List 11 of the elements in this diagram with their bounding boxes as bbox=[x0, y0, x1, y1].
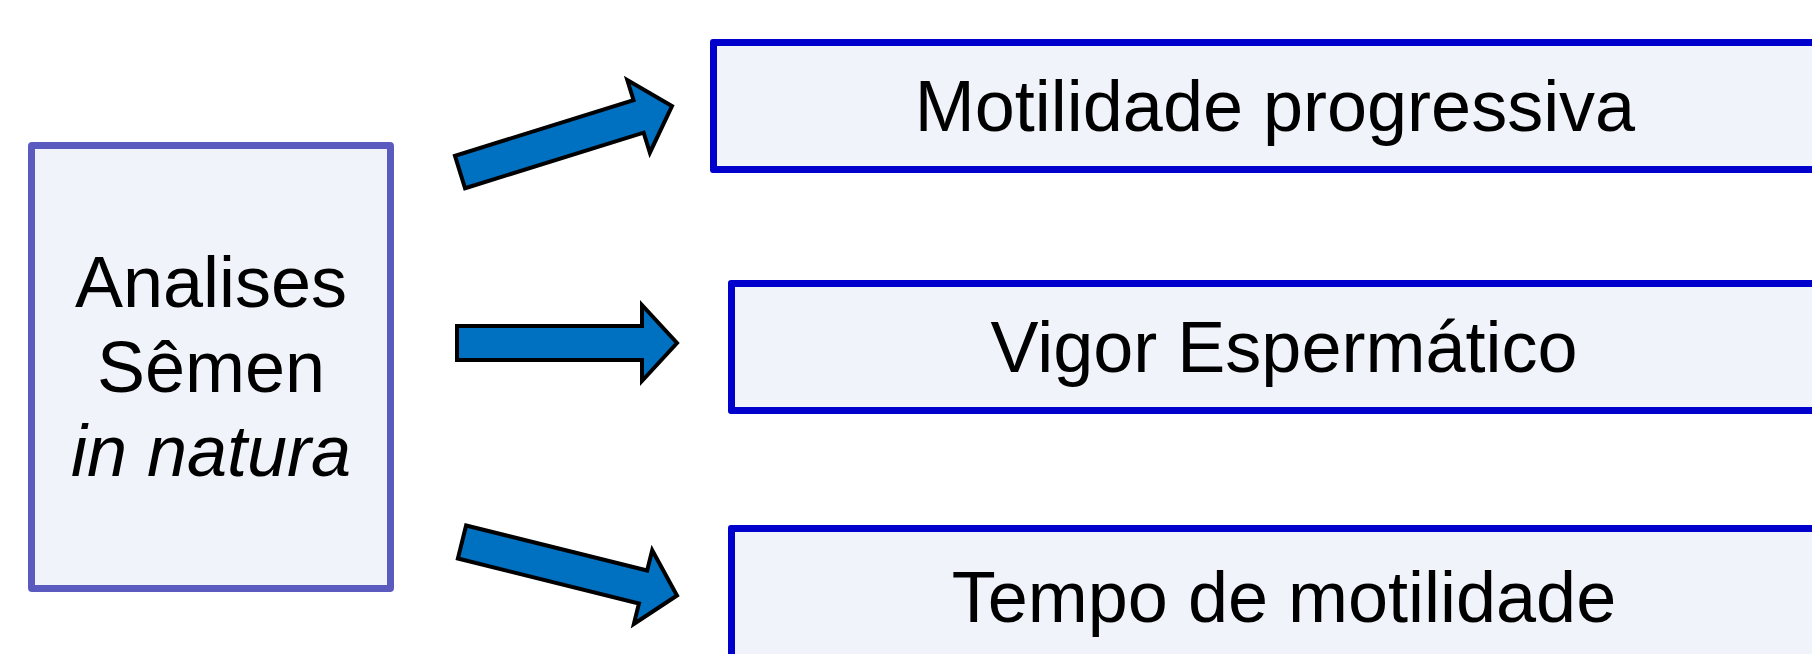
node-label: Analises Sêmen in natura bbox=[69, 240, 353, 494]
block-arrow bbox=[455, 299, 680, 387]
process-box bbox=[710, 39, 1812, 173]
process-box bbox=[728, 280, 1812, 414]
node-label: Motilidade progressiva bbox=[914, 64, 1636, 148]
node-label: Tempo de motilidade bbox=[951, 556, 1617, 639]
process-box bbox=[728, 525, 1812, 654]
node-label: Vigor Espermático bbox=[990, 305, 1578, 389]
process-box bbox=[28, 142, 394, 592]
block-arrow bbox=[455, 523, 680, 629]
block-arrow bbox=[452, 75, 675, 191]
